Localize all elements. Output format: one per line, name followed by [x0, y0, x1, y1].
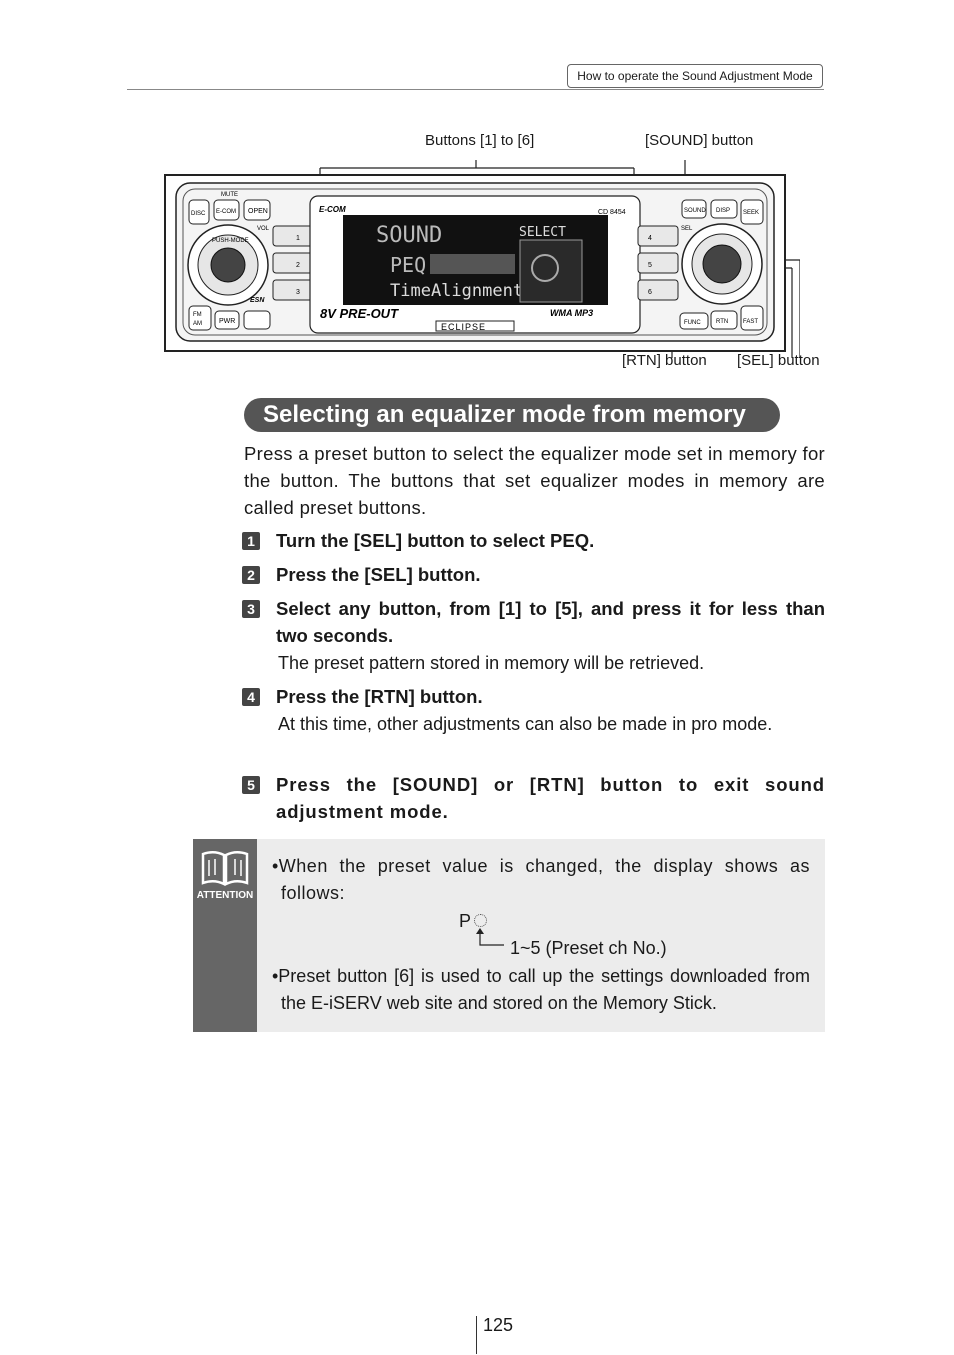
func-button[interactable]	[679, 312, 709, 330]
step-body: At this time, other adjustments can also…	[278, 714, 773, 734]
preset-label-4: 4	[648, 235, 652, 242]
sel-label: SEL	[681, 226, 693, 232]
section-title: Selecting an equalizer mode from memory	[244, 398, 780, 432]
esn-label: ESN	[250, 297, 265, 304]
running-head: How to operate the Sound Adjustment Mode	[567, 64, 823, 88]
arrow-up-icon	[476, 928, 504, 946]
sel-knob[interactable]	[702, 244, 742, 284]
preset-label-3: 3	[296, 289, 300, 296]
preset-label-6: 6	[648, 289, 652, 296]
brand-plate	[435, 320, 515, 332]
fm-label: FM	[193, 312, 202, 318]
intro-paragraph: Press a preset button to select the equa…	[244, 443, 825, 518]
step-2: 2 Press the [SEL] button.	[242, 561, 825, 589]
func-label: FUNC	[684, 320, 701, 326]
step-heading: Turn the [SEL] button to select PEQ.	[276, 530, 595, 551]
disc-button[interactable]	[188, 199, 210, 225]
pwr-button[interactable]	[214, 310, 240, 330]
push-mode-label: PUSH-MODE	[212, 238, 249, 244]
lcd-line2: PEQ	[390, 253, 426, 277]
fast-button[interactable]	[740, 305, 764, 331]
attention-box	[193, 839, 825, 1032]
sound-label: SOUND	[684, 208, 706, 214]
preset-button-2[interactable]	[272, 252, 314, 274]
lcd-line3: TimeAlignment	[390, 281, 523, 301]
lcd-line1b: SELECT	[519, 225, 566, 240]
preset-button-1[interactable]	[272, 225, 314, 247]
lcd-line1: SOUND	[376, 223, 442, 248]
fm-am-button[interactable]	[188, 305, 212, 331]
book-icon	[201, 851, 249, 887]
step-3: 3 Select any button, from [1] to [5], an…	[242, 595, 825, 679]
preset-button-4[interactable]	[637, 225, 679, 247]
wma-logo: WMA MP3	[550, 308, 593, 318]
callout-sel-button: [SEL] button	[737, 352, 820, 369]
step-number: 1	[242, 532, 260, 550]
rtn-label: RTN	[716, 319, 728, 325]
open-button[interactable]	[243, 199, 271, 221]
rtn-button[interactable]	[710, 310, 738, 330]
header-rule	[127, 89, 824, 90]
callout-rtn-button: [RTN] button	[622, 352, 707, 369]
preset-note: 1~5 (Preset ch No.)	[510, 938, 667, 958]
brand-label: ECLIPSE	[441, 322, 486, 332]
preset-label-2: 2	[296, 262, 300, 269]
preout-logo: 8V PRE-OUT	[320, 306, 399, 321]
callout-buttons-1-6: Buttons [1] to [6]	[425, 132, 535, 149]
disp-label: DISP	[716, 208, 730, 214]
preset-buttons-left: 1 2 3	[272, 225, 314, 301]
step-body: The preset pattern stored in memory will…	[278, 653, 705, 673]
attention-bullet-1: •When the preset value is changed, the d…	[272, 856, 810, 903]
step-number: 4	[242, 688, 260, 706]
preset-button-6[interactable]	[637, 279, 679, 301]
step-heading: Press the [SOUND] or [RTN] button to exi…	[276, 774, 825, 822]
callout-sound-button: [SOUND] button	[645, 132, 754, 149]
preset-label-5: 5	[648, 262, 652, 269]
ecom-label: E-COM	[216, 209, 236, 215]
display-char: P	[459, 911, 472, 931]
step-heading: Press the [SEL] button.	[276, 564, 481, 585]
mute-label: MUTE	[221, 192, 238, 198]
display-segment-icon	[474, 914, 487, 927]
step-number: 2	[242, 566, 260, 584]
vol-knob[interactable]	[210, 247, 246, 283]
step-number: 5	[242, 776, 260, 794]
sound-button[interactable]	[681, 199, 707, 219]
step-heading: Select any button, from [1] to [5], and …	[276, 598, 825, 646]
step-heading: Press the [RTN] button.	[276, 686, 483, 707]
page-number-rule	[476, 1316, 477, 1354]
preset-label-1: 1	[296, 235, 300, 242]
attention-bullet-2: •Preset button [6] is used to call up th…	[272, 966, 810, 1013]
step-number: 3	[242, 600, 260, 618]
ecom-button[interactable]	[213, 199, 240, 221]
step-1: 1 Turn the [SEL] button to select PEQ.	[242, 527, 825, 555]
step-4: 4 Press the [RTN] button. At this time, …	[242, 683, 825, 767]
disp-button[interactable]	[710, 199, 738, 219]
car-stereo-illustration: MUTE DISC E-COM OPEN VOL PUSH-MODE ESN F…	[164, 160, 800, 358]
preset-buttons-right: 4 5 6	[637, 225, 679, 301]
blank-button[interactable]	[243, 310, 271, 330]
attention-label: ATTENTION	[196, 890, 254, 901]
model-label: CD 8454	[598, 209, 626, 216]
preset-button-3[interactable]	[272, 279, 314, 301]
ecom-logo: E-COM	[319, 205, 346, 214]
step-5: 5 Press the [SOUND] or [RTN] button to e…	[242, 771, 825, 827]
lcd-graphic	[519, 239, 583, 303]
vol-label: VOL	[257, 226, 270, 232]
open-label: OPEN	[248, 208, 268, 215]
seek-label: SEEK	[743, 210, 759, 216]
pwr-label: PWR	[219, 318, 235, 325]
page-number: 125	[483, 1315, 514, 1335]
am-label: AM	[193, 321, 202, 327]
seek-button[interactable]	[740, 199, 764, 225]
preset-button-5[interactable]	[637, 252, 679, 274]
disc-label: DISC	[191, 211, 206, 217]
fast-label: FAST	[743, 319, 758, 325]
